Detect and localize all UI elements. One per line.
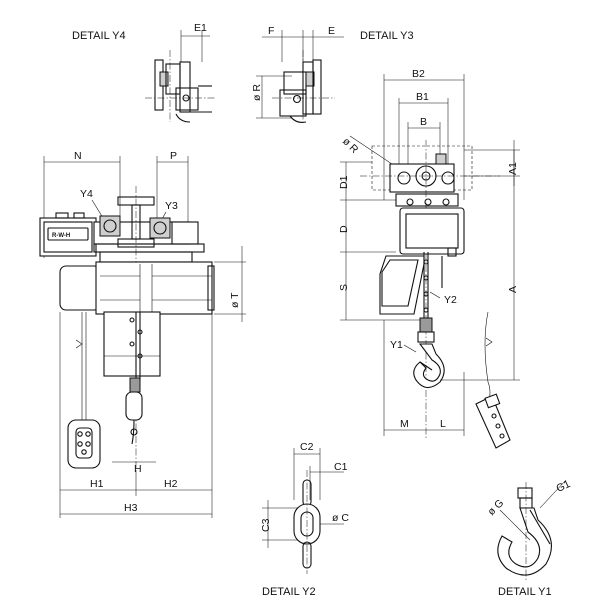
dim-b-label: B — [420, 116, 427, 128]
dim-s-label: S — [338, 284, 350, 291]
detail-y3-section — [272, 50, 335, 123]
dim-c2-label: C2 — [300, 441, 314, 453]
dim-n-label: N — [74, 150, 82, 162]
side-chain — [423, 252, 443, 318]
side-motor — [399, 207, 465, 257]
front-view: N P Y4 Y3 R-W-H — [39, 150, 246, 518]
dim-phi-r-side-label: ø R — [340, 135, 361, 156]
chain-container — [103, 311, 161, 377]
dim-phi-r-detail-label: ø R — [251, 84, 263, 101]
dim-phi-c-label: ø C — [332, 512, 349, 524]
dim-h-label: H — [134, 463, 142, 475]
detail-y1-title: DETAIL Y1 — [498, 586, 552, 598]
load-chain — [129, 312, 143, 380]
dim-b1-label: B1 — [416, 91, 429, 103]
detail-y2-title: DETAIL Y2 — [262, 586, 316, 598]
mark-y2: Y2 — [444, 294, 457, 306]
dim-g1-line — [539, 479, 567, 509]
chain-link-detail — [293, 470, 321, 574]
leader-y1 — [403, 344, 417, 353]
dim-f-label: F — [268, 25, 274, 37]
dim-p-label: P — [170, 150, 177, 162]
side-chain-bag — [379, 255, 425, 315]
dim-phi-g-label: ø G — [485, 497, 506, 518]
side-pendant — [475, 311, 511, 449]
mark-y3: Y3 — [165, 200, 178, 212]
detail-y3: DETAIL Y3 F E ø R — [251, 25, 414, 123]
front-hook-block — [125, 377, 143, 445]
hoist-motor: ø T — [59, 246, 246, 322]
dim-e-label: E — [328, 25, 335, 37]
side-view: B2 B1 B ø R — [338, 68, 520, 449]
dim-c1-label: C1 — [334, 461, 348, 473]
dim-phi-t-label: ø T — [229, 292, 241, 308]
dim-e1-label: E1 — [194, 22, 207, 34]
dim-m-label: M — [400, 418, 409, 430]
dim-d1-label: D1 — [338, 175, 350, 189]
control-box: R-W-H — [39, 212, 97, 257]
detail-y4-title: DETAIL Y4 — [72, 30, 126, 42]
detail-y3-title: DETAIL Y3 — [360, 30, 414, 42]
side-trolley — [360, 140, 500, 440]
detail-y1: DETAIL Y1 G1 ø G — [485, 478, 572, 598]
detail-y2: DETAIL Y2 C2 C1 C3 ø C — [260, 441, 349, 598]
dim-d-label: D — [338, 225, 350, 233]
logo-text: R-W-H — [52, 233, 70, 239]
trolley — [93, 186, 205, 470]
dim-h2-label: H2 — [164, 478, 178, 490]
dim-a1-label: A1 — [507, 162, 519, 175]
dim-g1-label: G1 — [554, 478, 572, 495]
dim-h3-label: H3 — [124, 502, 138, 514]
pendant-controller — [67, 312, 101, 469]
side-hook — [413, 317, 445, 389]
mark-y4: Y4 — [80, 188, 93, 200]
dim-l-label: L — [440, 418, 446, 430]
leader-y2 — [429, 291, 441, 299]
dim-b2-label: B2 — [412, 68, 425, 80]
mark-y1: Y1 — [390, 339, 403, 351]
detail-y4-section — [145, 50, 216, 123]
dim-h1-label: H1 — [90, 478, 104, 490]
detail-y4: DETAIL Y4 E1 — [72, 22, 216, 123]
dim-phi-g-line — [499, 509, 531, 541]
dim-a-label: A — [507, 286, 519, 293]
dim-c3-label: C3 — [260, 518, 272, 532]
hook-detail — [497, 482, 552, 580]
